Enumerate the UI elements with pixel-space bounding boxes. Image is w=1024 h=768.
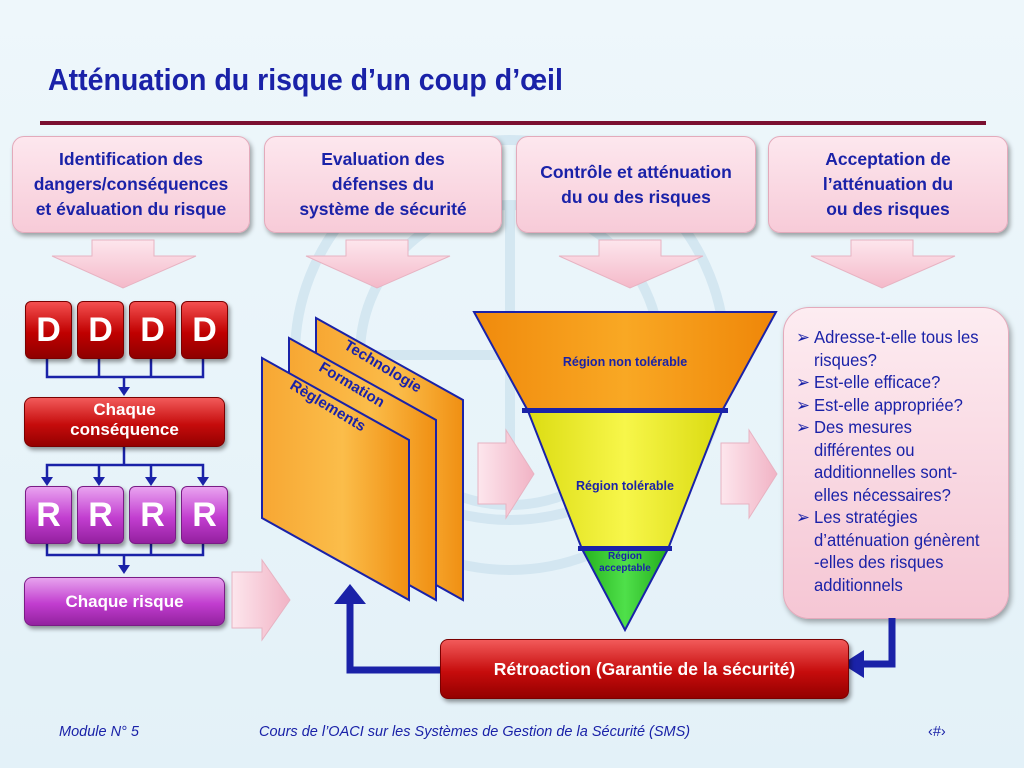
- down-arrows: [51, 239, 956, 289]
- r-tile-3: R: [129, 486, 176, 544]
- right-arrow-risque: [231, 558, 291, 642]
- funnel-label-non-tolerable: Région non tolérable: [563, 355, 687, 369]
- footer-module: Module N° 5: [59, 724, 139, 740]
- down-arrow-4: [810, 239, 956, 289]
- question-text: Adresse-t-elle tous les risques?: [814, 327, 979, 370]
- step-text: Identification des dangers/conséquences …: [33, 149, 229, 219]
- question-item: ➢Est-elle appropriée?: [796, 394, 988, 417]
- step-box-evaluation: Evaluation des défenses du système de sé…: [264, 136, 502, 233]
- step-text: Acceptation de l’atténuation du ou des r…: [822, 149, 954, 219]
- feedback-arrowhead-up: [334, 584, 366, 604]
- question-item: ➢Est-elle efficace?: [796, 371, 988, 394]
- step-box-controle: Contrôle et atténuation du ou des risque…: [516, 136, 756, 233]
- question-text: Les stratégies d’atténuation génèrent -e…: [814, 507, 980, 595]
- right-arrow-defenses: [477, 428, 535, 520]
- down-arrow-2: [305, 239, 451, 289]
- footer-course: Cours de l’OACI sur les Systèmes de Gest…: [259, 724, 691, 740]
- questions-box: ➢Adresse-t-elle tous les risques? ➢Est-e…: [783, 307, 1009, 619]
- d-tile-4: D: [181, 301, 228, 359]
- question-text: Des mesures différentes ou additionnelle…: [814, 417, 958, 505]
- step-box-identification: Identification des dangers/conséquences …: [12, 136, 250, 233]
- step-text: Evaluation des défenses du système de sé…: [299, 149, 467, 219]
- funnel-divider-1: [522, 408, 728, 413]
- question-item: ➢Des mesures différentes ou additionnell…: [796, 416, 988, 506]
- right-arrow-funnel: [720, 428, 778, 520]
- questions-list: ➢Adresse-t-elle tous les risques? ➢Est-e…: [784, 308, 1008, 596]
- question-item: ➢Adresse-t-elle tous les risques?: [796, 326, 988, 371]
- funnel-divider-2: [578, 546, 672, 551]
- funnel-label-acceptable: Région acceptable: [599, 551, 651, 574]
- arrow-bullet-icon: ➢: [796, 327, 810, 347]
- question-text: Est-elle efficace?: [814, 372, 941, 392]
- d-tile-2: D: [77, 301, 124, 359]
- r-tile-2: R: [77, 486, 124, 544]
- slide-title: Atténuation du risque d’un coup d’œil: [48, 62, 563, 97]
- feedback-line-left: [346, 600, 442, 674]
- chaque-risque-bar: Chaque risque: [24, 577, 225, 626]
- feedback-arrowhead-left: [842, 650, 864, 678]
- d-tile-1: D: [25, 301, 72, 359]
- feedback-line-right: [858, 618, 896, 668]
- footer-page-number: ‹#›: [928, 724, 946, 740]
- down-arrow-3: [558, 239, 704, 289]
- r-tile-1: R: [25, 486, 72, 544]
- question-text: Est-elle appropriée?: [814, 394, 963, 415]
- risk-funnel: Région non tolérable Région tolérable: [472, 311, 778, 633]
- arrow-bullet-icon: ➢: [796, 372, 810, 392]
- chaque-consequence-bar: Chaque conséquence: [24, 397, 225, 447]
- layer-panel-reglements: [261, 356, 410, 602]
- retroaction-bar: Rétroaction (Garantie de la sécurité): [440, 639, 849, 699]
- down-arrow-1: [51, 239, 197, 289]
- arrow-bullet-icon: ➢: [796, 394, 810, 415]
- title-rule: [40, 121, 986, 125]
- step-text: Contrôle et atténuation du ou des risque…: [540, 161, 732, 207]
- feedback-loop: [334, 584, 896, 678]
- d-tile-3: D: [129, 301, 176, 359]
- right-arrows: [231, 428, 778, 642]
- arrow-bullet-icon: ➢: [796, 507, 810, 527]
- arrow-bullet-icon: ➢: [796, 417, 810, 437]
- funnel-label-tolerable: Région tolérable: [576, 479, 674, 493]
- question-item: ➢Les stratégies d’atténuation génèrent -…: [796, 506, 988, 596]
- r-tile-4: R: [181, 486, 228, 544]
- tree-connectors: [41, 357, 209, 574]
- defense-layers: Technologie Formation Règlements: [261, 316, 464, 602]
- step-box-acceptation: Acceptation de l’atténuation du ou des r…: [768, 136, 1008, 233]
